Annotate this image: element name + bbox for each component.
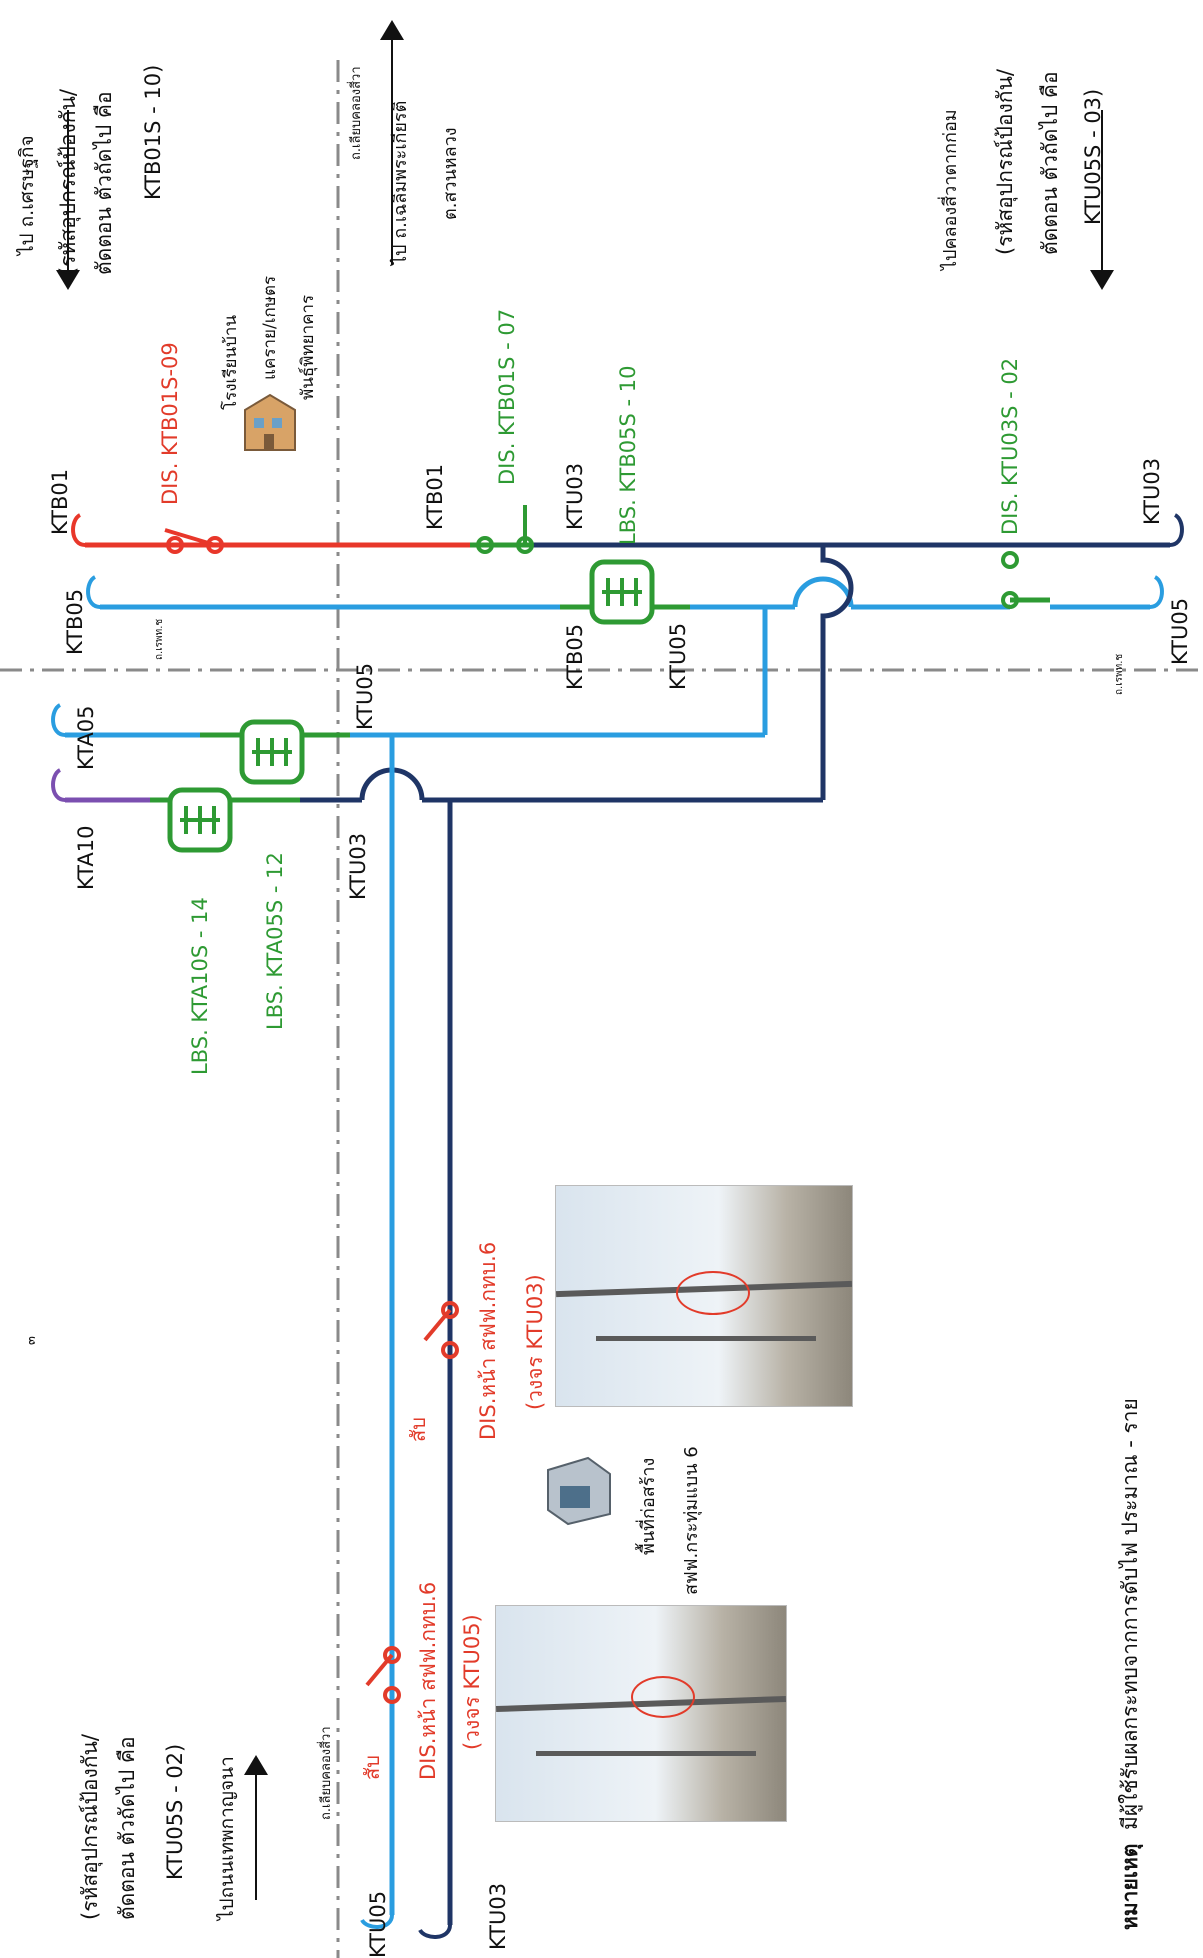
label-close-2: สับ: [360, 1755, 384, 1780]
hook-kta05: [51, 703, 66, 737]
dis-front-ktu05-symbol: [365, 1646, 401, 1704]
label-lbs-ktb05s-10: LBS. KTB05S - 10: [616, 365, 640, 546]
label-dis-ktb01s-07: DIS. KTB01S - 07: [495, 308, 519, 485]
remark-title: หมายเหตุ: [1118, 1843, 1142, 1930]
page-mark: ๓: [24, 1336, 39, 1345]
label-feeder-kta10: KTA10: [74, 825, 98, 890]
direction-top-left-code: KTB01S - 10): [141, 64, 165, 200]
label-lbs-kta10s-14: LBS. KTA10S - 14: [188, 897, 212, 1075]
direction-arrow-bottom-icon: [244, 1755, 268, 1775]
lbs-kta05s-12-symbol: [239, 719, 305, 785]
label-feeder-ktu05-top: KTU05: [353, 662, 377, 730]
direction-top-left-line2: (รหัสอุปกรณ์ป้องกัน/: [56, 89, 80, 275]
label-dis-front-ktu03: DIS.หน้า สฟฟ.กทบ.6: [476, 1241, 500, 1440]
bottom-road-label: ถ.เลียบคลองสี่วา: [319, 1726, 334, 1820]
direction-top-left-line3: ตัดตอน ตัวถัดไป คือ: [92, 91, 116, 275]
lbs-ktb05s-10-symbol: [589, 559, 655, 625]
bottom-left-line1: (รหัสอุปกรณ์ป้องกัน/: [78, 1734, 102, 1920]
photo-ktu05-pole: [495, 1605, 787, 1822]
dis-ktb01s-07-symbol: [476, 505, 534, 554]
label-feeder-ktb01-left: KTB01: [48, 468, 72, 535]
substation-label-2: สฟฟ.กระทุ่มแบน 6: [681, 1446, 702, 1595]
label-feeder-kta05: KTA05: [74, 705, 98, 770]
label-feeder-ktu05-bottom: KTU05: [366, 1890, 390, 1958]
top-mid-road: ถ.เลียบคลองสี่วา: [349, 66, 364, 160]
label-close-1: สับ: [406, 1417, 430, 1442]
label-dis-front-ktu05: DIS.หน้า สฟฟ.กทบ.6: [416, 1581, 440, 1780]
hook-ktu05-right: [1149, 575, 1164, 609]
label-feeder-ktb05-left: KTB05: [63, 588, 87, 655]
photo-ktu03-pole: [555, 1185, 853, 1407]
direction-arrow-left-icon: [56, 270, 80, 290]
hook-ktu03-right: [1169, 513, 1184, 547]
school-label-2: แคราย/เกษตร: [260, 275, 280, 380]
lbs-kta10s-14-symbol: [167, 787, 233, 853]
road-small-label-2: ถ.เรพท.ช: [1114, 653, 1125, 695]
substation-building-icon: [538, 1450, 618, 1530]
road-small-label-1: ถ.เรพท.ช: [154, 618, 165, 660]
dis-front-ktu03-symbol: [423, 1301, 459, 1359]
hook-kta10: [51, 768, 66, 802]
hook-ktb01: [71, 513, 86, 547]
label-feeder-ktu03-mid: KTU03: [563, 462, 587, 530]
label-dis-front-ktu03-circuit: (วงจร KTU03): [523, 1274, 547, 1410]
direction-top-right-line3: ตัดตอน ตัวถัดไป คือ: [1038, 71, 1062, 255]
hook-ktu03-bottom: [418, 1924, 452, 1939]
label-feeder-ktb01-mid: KTB01: [423, 463, 447, 530]
label-feeder-ktb05-mid: KTB05: [563, 623, 587, 690]
label-feeder-ktu03-bottom: KTU03: [486, 1882, 510, 1950]
direction-top-mid-area: ต.สวนหลวง: [440, 127, 461, 220]
label-lbs-kta05s-12: LBS. KTA05S - 12: [263, 852, 287, 1030]
direction-bottom-left: ไปถนนเทพกาญจนา: [216, 1756, 238, 1920]
line-ktu05-hop: [792, 576, 854, 608]
hook-ktu05-bottom: [360, 1914, 394, 1929]
bottom-left-line2: ตัดตอน ตัวถัดไป คือ: [115, 1736, 139, 1920]
dis-ktb01s-09-symbol: [164, 528, 224, 554]
direction-top-right-code: KTU05S - 03): [1081, 88, 1105, 225]
label-feeder-ktu03-top: KTU03: [346, 832, 370, 900]
label-feeder-ktu05-right: KTU05: [1168, 597, 1192, 665]
label-dis-ktu03s-02: DIS. KTU03S - 02: [998, 357, 1022, 535]
label-feeder-ktu03-right: KTU03: [1140, 457, 1164, 525]
direction-top-right-line2: (รหัสอุปกรณ์ป้องกัน/: [993, 69, 1017, 255]
line-ktu03-navy-vertical: [820, 545, 854, 800]
label-dis-ktb01s-09: DIS. KTB01S-09: [158, 342, 182, 505]
direction-top-right: ไปคลองสี่วาตากก่อม: [940, 109, 961, 270]
hook-ktb05: [86, 575, 101, 609]
direction-top-mid: ไป ถ.เฉลิมพระเกียรติ: [390, 100, 411, 265]
school-label-3: พันธุ์พิทยาคาร: [298, 294, 318, 400]
direction-arrow-right-icon: [1090, 270, 1114, 290]
bottom-left-code: KTU05S - 02): [163, 1743, 187, 1880]
substation-label-1: พื้นที่ก่อสร้าง: [638, 1457, 659, 1555]
dis-ktu03s-02-symbol: [1001, 551, 1050, 609]
school-label-1: โรงเรียนบ้าน: [221, 314, 241, 410]
direction-arrow-mid-icon: [380, 20, 404, 40]
school-building-icon: [240, 390, 298, 460]
label-dis-front-ktu05-circuit: (วงจร KTU05): [460, 1614, 484, 1750]
direction-top-left: ไป ถ.เศรษฐกิจ: [16, 135, 38, 255]
label-feeder-ktu05-mid: KTU05: [666, 622, 690, 690]
remark-text: มีผู้ใช้รับผลกระทบจากการดับไฟ ประมาณ - ร…: [1118, 1398, 1142, 1830]
